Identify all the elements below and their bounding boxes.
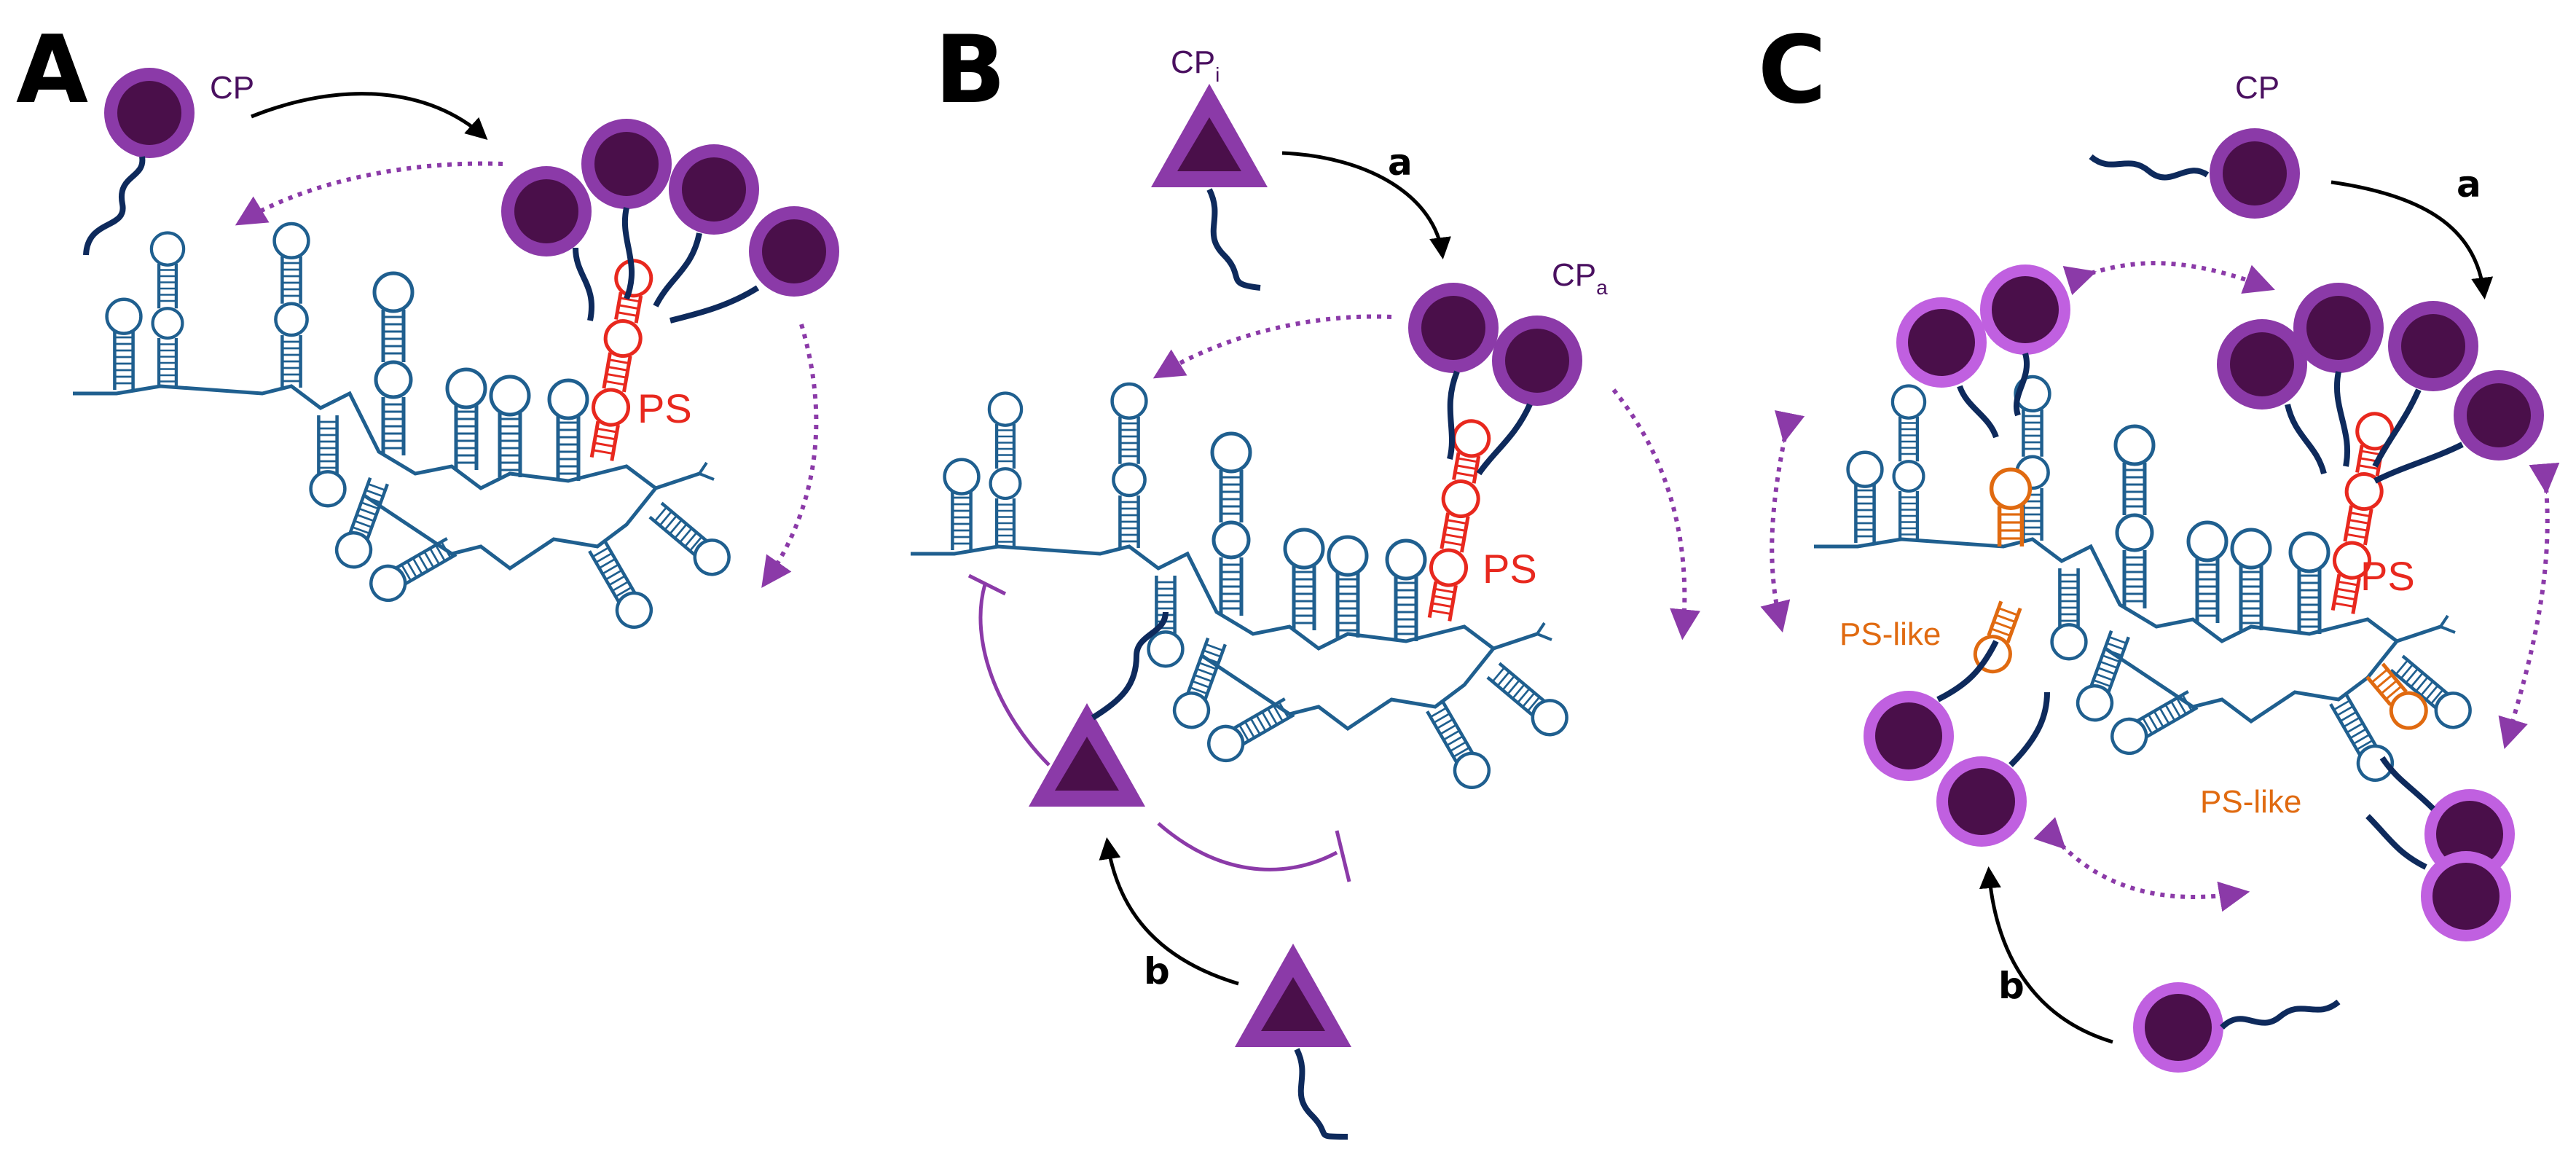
cp-label-c: CP <box>2235 70 2279 106</box>
panel-a-letter: A <box>16 16 88 125</box>
dotted-arrow-c-bottom <box>2033 817 2250 912</box>
cp-i-free-bottom <box>1235 944 1351 1140</box>
step-a-label-b: a <box>1388 141 1413 184</box>
arrow-bind-a <box>251 92 488 141</box>
dotted-arrow-c-right <box>2498 462 2560 750</box>
cp-bound-c-ps <box>2217 283 2544 484</box>
cp-bound-c-topleft <box>1896 265 2070 439</box>
panel-c: C CP a PS PS-like PS-like <box>1758 16 2560 1073</box>
arrow-step-a-b <box>1281 151 1451 259</box>
panel-b: B CPi a CPa PS <box>911 16 1700 1140</box>
arrow-step-b-b <box>1099 837 1239 986</box>
cp-bound-a <box>501 119 839 324</box>
ps-label-a: PS <box>637 385 692 431</box>
dotted-arrow-a-left <box>235 161 503 226</box>
step-b-label-b: b <box>1144 950 1170 992</box>
cp-i-free <box>1151 84 1268 291</box>
cp-free-c-bottom <box>2133 982 2341 1073</box>
cp-bound-c-bottomright <box>2365 756 2515 941</box>
dotted-arrow-b-left <box>1152 314 1392 379</box>
rna-genome-b <box>911 384 1574 794</box>
cp-i-label: CPi <box>1171 44 1220 86</box>
cp-label-a: CP <box>210 70 254 106</box>
panel-a: A CP PS <box>16 16 839 633</box>
ps-like-label-2: PS-like <box>2200 784 2301 820</box>
cp-a-label: CPa <box>1552 257 1608 299</box>
dotted-arrow-a-right <box>761 324 819 588</box>
step-a-label-c: a <box>2457 163 2481 205</box>
arrow-step-a-c <box>2330 180 2494 299</box>
ps-label-b: PS <box>1483 546 1537 592</box>
arrow-step-b-c <box>1979 866 2113 1044</box>
ps-like-label-1: PS-like <box>1839 616 1941 652</box>
panel-c-letter: C <box>1758 16 1826 125</box>
dotted-arrow-b-right <box>1611 388 1700 640</box>
panel-b-letter: B <box>935 16 1006 125</box>
cp-a-bound <box>1408 283 1582 476</box>
cp-free-a <box>83 68 195 256</box>
ps-label-c: PS <box>2360 553 2415 599</box>
cp-i-bound <box>1029 611 1169 807</box>
cp-free-c-top <box>2089 128 2300 219</box>
dotted-arrow-c-left <box>1760 410 1805 633</box>
step-b-label-c: b <box>1998 965 2025 1007</box>
dotted-arrow-c-top <box>2062 261 2275 296</box>
cp-bound-c-bottomleft <box>1864 640 2050 847</box>
inhibition-arcs <box>967 573 1351 882</box>
rna-genome-a <box>73 224 736 633</box>
